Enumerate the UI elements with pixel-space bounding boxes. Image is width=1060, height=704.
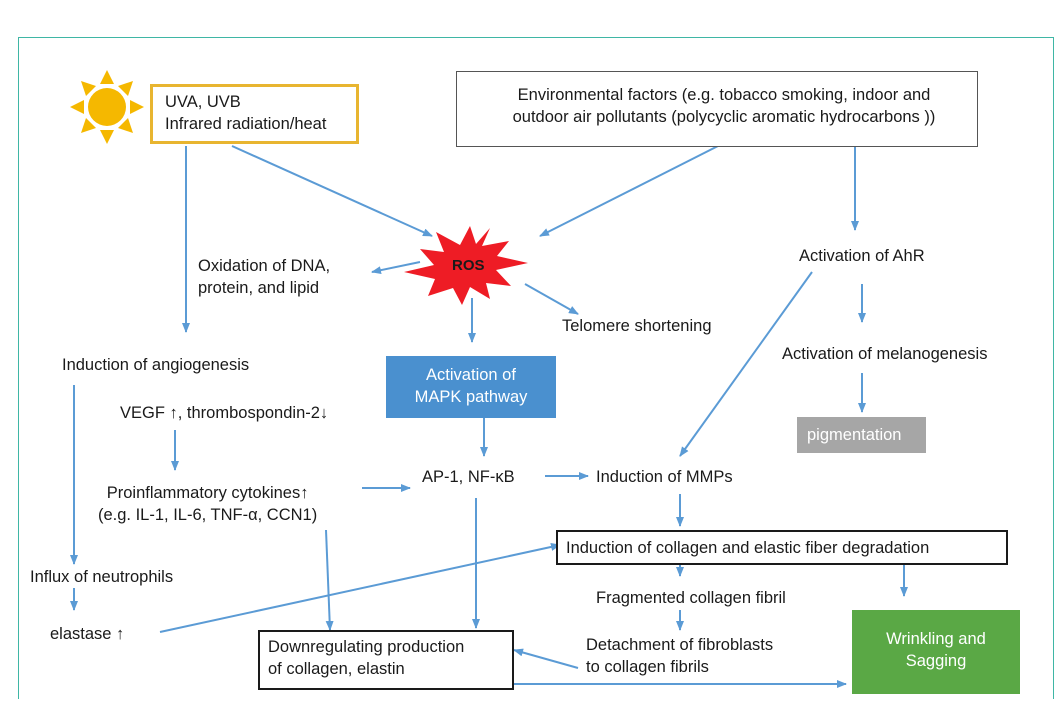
- arrow-ros-oxidation: [371, 261, 421, 275]
- arrow-mmps-ahr: [679, 271, 813, 457]
- oxidation-node: Oxidation of DNA, protein, and lipid: [198, 257, 331, 297]
- ap1-node: AP-1, NF-κB: [422, 468, 515, 486]
- diagram-frame: [18, 37, 1054, 699]
- starburst-icon: [404, 226, 528, 305]
- environmental-factors-node: Environmental factors (e.g. tobacco smok…: [456, 71, 978, 147]
- activation-melanogenesis-node: Activation of melanogenesis: [782, 345, 988, 363]
- arrow-detachment-downregulating: [513, 648, 579, 669]
- uv-node: UVA, UVB Infrared radiation/heat: [150, 84, 359, 144]
- arrow-ros-telomere: [524, 283, 579, 315]
- arrow-env-ros: [539, 145, 719, 237]
- mapk-node: Activation of MAPK pathway: [386, 356, 556, 418]
- fragmented-node: Fragmented collagen fibril: [596, 589, 786, 607]
- detachment-node: Detachment of fibroblasts to collagen fi…: [586, 636, 774, 676]
- telomere-node: Telomere shortening: [562, 317, 712, 335]
- arrow-uv-ros: [231, 145, 433, 237]
- angiogenesis-node: Induction of angiogenesis: [62, 356, 250, 374]
- mmps-node: Induction of MMPs: [596, 468, 733, 486]
- elastase-node: elastase ↑: [50, 625, 125, 643]
- sun-icon: [70, 70, 144, 144]
- wrinkling-node: Wrinkling and Sagging: [852, 610, 1020, 694]
- pigmentation-node: pigmentation: [797, 417, 926, 453]
- neutrophils-node: Influx of neutrophils: [30, 568, 174, 586]
- cytokines-node: Proinflammatory cytokines↑ (e.g. IL-1, I…: [98, 484, 318, 524]
- ros-label: ROS: [452, 257, 485, 274]
- activation-ahr-node: Activation of AhR: [799, 247, 925, 265]
- vegf-node: VEGF ↑, thrombospondin-2↓: [120, 404, 329, 422]
- downregulating-node: Downregulating production of collagen, e…: [258, 630, 514, 690]
- collagen-degradation-node: Induction of collagen and elastic fiber …: [556, 530, 1008, 565]
- arrow-elastase-degradation: [159, 543, 561, 633]
- arrow-cytokines-downregulating: [325, 529, 334, 631]
